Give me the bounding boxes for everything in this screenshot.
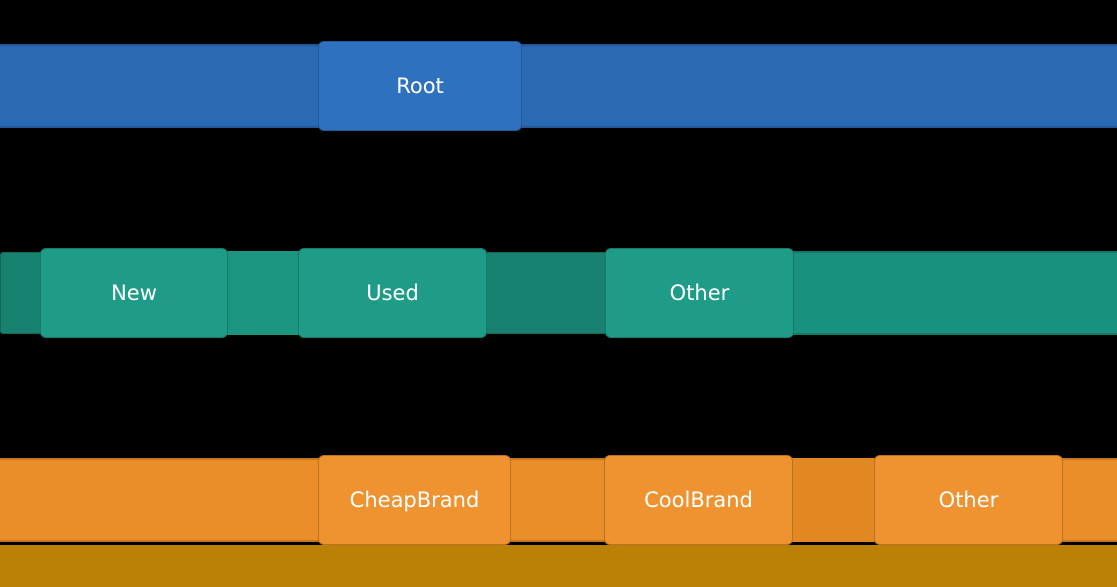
node-other[interactable]: Other: [605, 248, 794, 338]
node-used[interactable]: Used: [298, 248, 487, 338]
node-coolbrand[interactable]: CoolBrand: [604, 455, 793, 545]
level-3-segment: [791, 458, 876, 542]
node-cheapbrand[interactable]: CheapBrand: [318, 455, 511, 545]
level-3-segment: [509, 458, 606, 542]
level-2-segment: [792, 251, 1117, 335]
level-3-segment: [0, 458, 320, 542]
node-label: Other: [669, 280, 730, 305]
node-label: CoolBrand: [644, 487, 753, 512]
level-1-segment: [0, 44, 320, 128]
node-label: Root: [396, 73, 444, 98]
node-label: Used: [366, 280, 419, 305]
level-2-segment: [226, 251, 300, 335]
level-4-segment: [0, 545, 1117, 587]
node-label: Other: [938, 487, 999, 512]
node-label: CheapBrand: [349, 487, 480, 512]
node-root[interactable]: Root: [318, 41, 522, 131]
level-2-segment: [485, 252, 607, 334]
node-label: New: [111, 280, 157, 305]
node-new[interactable]: New: [40, 248, 228, 338]
level-3-segment: [1061, 458, 1117, 542]
level-1-segment: [520, 44, 1117, 128]
node-other[interactable]: Other: [874, 455, 1063, 545]
level-2-segment: [0, 252, 42, 334]
